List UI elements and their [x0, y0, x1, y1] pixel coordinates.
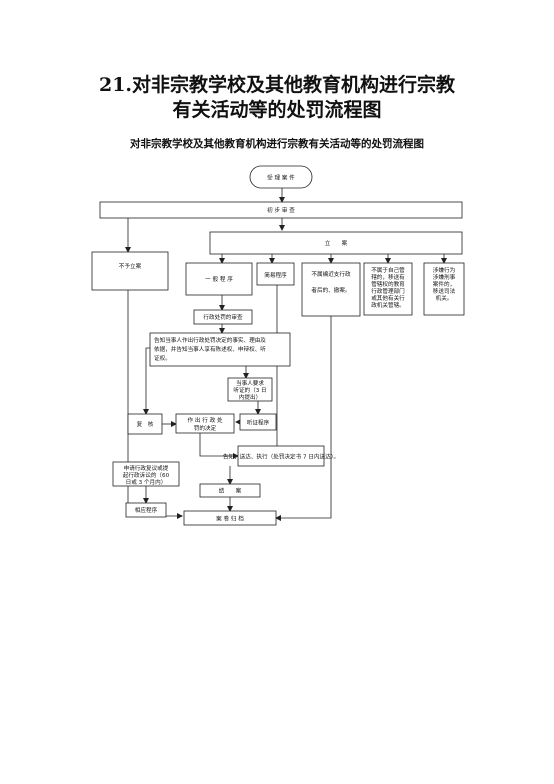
svg-text:案件的，: 案件的， [433, 280, 455, 288]
node-accept-case: 受 理 案 件 [249, 165, 313, 189]
svg-text:辖的，移送有: 辖的，移送有 [371, 273, 405, 281]
svg-text:起行政诉讼的（60: 起行政诉讼的（60 [123, 471, 170, 479]
svg-text:管辖权的教育: 管辖权的教育 [371, 280, 405, 288]
node-relief-procedure: 相应程序 [125, 502, 167, 518]
node-preliminary-review: 初 步 审 查 [99, 201, 463, 219]
node-deliver-execute: 告知、送达、执行（处罚决定书 7 日内送达）。 [223, 445, 339, 467]
svg-text:相应程序: 相应程序 [135, 506, 158, 514]
svg-text:涉嫌刑事: 涉嫌刑事 [433, 273, 456, 281]
svg-text:一 般 程 序: 一 般 程 序 [205, 275, 233, 283]
node-not-violation: 不属褊近支行政 者后的、撤案。 [301, 262, 361, 317]
svg-text:者后的、撤案。: 者后的、撤案。 [311, 286, 350, 294]
node-penalty-review: 行政处罚的审查 [193, 309, 253, 325]
svg-text:日或 3 个月内）: 日或 3 个月内） [126, 478, 167, 486]
document-title-line-1: 21.对非宗教学校及其他教育机构进行宗教 [98, 74, 456, 96]
svg-text:不属于自己管: 不属于自己管 [371, 266, 405, 274]
svg-text:政机关管辖。: 政机关管辖。 [371, 301, 405, 309]
flowchart-title: 对非宗教学校及其他教育机构进行宗教有关活动等的处罚流程图 [130, 138, 424, 150]
svg-text:听证程序: 听证程序 [247, 419, 270, 427]
node-defense-review: 复 核 [127, 413, 163, 435]
node-penalty-decision: 作 出 行 政 处 罚的决定 [175, 413, 235, 434]
svg-text:结 案: 结 案 [219, 487, 242, 495]
svg-text:告知、送达、执行（处罚决定书 7 日内送达）。: 告知、送达、执行（处罚决定书 7 日内送达）。 [223, 453, 339, 461]
svg-text:不属褊近支行政: 不属褊近支行政 [311, 270, 351, 278]
svg-text:罚的决定: 罚的决定 [194, 424, 217, 432]
svg-text:行政处罚的审查: 行政处罚的审查 [203, 313, 243, 321]
svg-text:听证的（3 日: 听证的（3 日 [233, 386, 266, 394]
node-archive: 案 卷 归 档 [183, 510, 277, 526]
node-close-case: 结 案 [199, 483, 261, 498]
node-no-jurisdiction: 不属于自己管 辖的，移送有 管辖权的教育 行政管理部门 或其他有关行 政机关管辖… [363, 262, 413, 316]
svg-text:不予立案: 不予立案 [119, 262, 142, 270]
svg-text:或其他有关行: 或其他有关行 [371, 294, 405, 302]
svg-text:告知当事人作出行政处罚决定的事实、理由及: 告知当事人作出行政处罚决定的事实、理由及 [154, 336, 266, 344]
node-notify-party: 告知当事人作出行政处罚决定的事实、理由及 依据，并告知当事人享有陈述权、申辩权、… [149, 332, 291, 367]
node-appeal: 申请行政复议或提 起行政诉讼的（60 日或 3 个月内） [112, 461, 180, 487]
svg-text:简易程序: 简易程序 [264, 271, 287, 279]
node-simple-procedure: 简易程序 [256, 262, 295, 286]
node-suspected-crime: 涉嫌行为 涉嫌刑事 案件的， 移送司法 机关。 [423, 262, 465, 316]
svg-text:作 出 行 政 处: 作 出 行 政 处 [187, 416, 222, 424]
svg-text:移送司法: 移送司法 [433, 287, 456, 295]
svg-text:案 卷 归 档: 案 卷 归 档 [216, 515, 244, 523]
node-normal-procedure: 一 般 程 序 [185, 262, 253, 296]
svg-text:初 步 审 查: 初 步 审 查 [267, 206, 295, 214]
svg-text:依据，并告知当事人享有陈述权、申辩权、听: 依据，并告知当事人享有陈述权、申辩权、听 [154, 345, 266, 353]
node-no-file: 不予立案 [91, 251, 169, 291]
node-hearing-request: 当事人要求 听证的（3 日 内提出） [227, 377, 273, 402]
svg-text:涉嫌行为: 涉嫌行为 [433, 266, 456, 274]
svg-text:受 理 案 件: 受 理 案 件 [267, 174, 295, 182]
node-file-case: 立 案 [209, 231, 463, 255]
svg-text:行政管理部门: 行政管理部门 [371, 287, 405, 295]
svg-text:当事人要求: 当事人要求 [236, 379, 264, 387]
svg-text:机关。: 机关。 [436, 294, 453, 302]
node-hearing-procedure: 听证程序 [239, 413, 277, 431]
svg-text:证权。: 证权。 [154, 354, 171, 362]
svg-text:内提出）: 内提出） [239, 393, 261, 401]
document-title-line-2: 有关活动等的处罚流程图 [172, 99, 382, 121]
svg-text:复 核: 复 核 [137, 420, 154, 428]
svg-text:申请行政复议或提: 申请行政复议或提 [124, 464, 169, 472]
svg-text:立 案: 立 案 [325, 239, 348, 247]
